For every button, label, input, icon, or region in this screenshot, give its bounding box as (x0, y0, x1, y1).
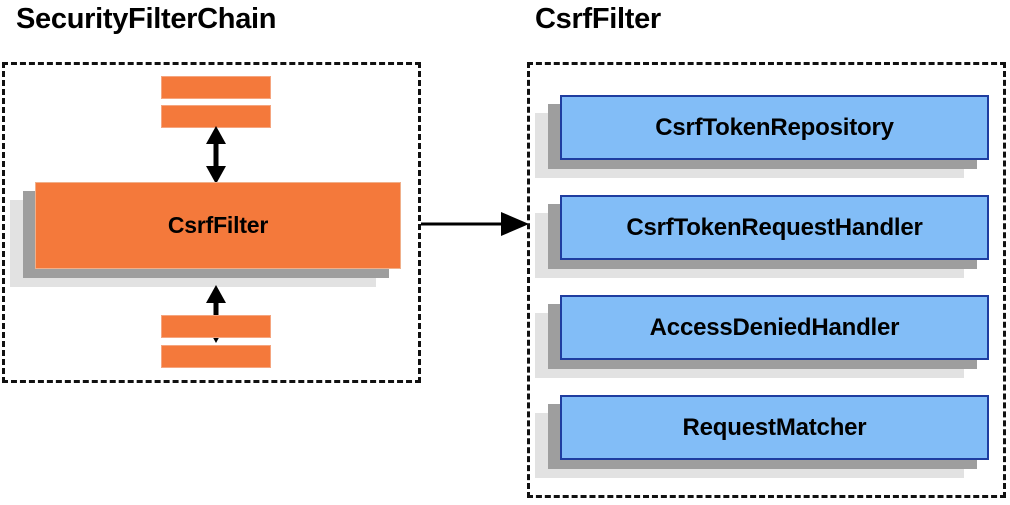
node-label: RequestMatcher (682, 413, 867, 441)
node-label: AccessDeniedHandler (649, 313, 900, 341)
node-csrf-token-repository[interactable]: CsrfTokenRepository (535, 95, 989, 178)
node-label: CsrfTokenRequestHandler (626, 213, 923, 241)
page-title-security-filter-chain: SecurityFilterChain (16, 3, 277, 35)
filter-stripe-below-1 (161, 315, 271, 338)
node-face: AccessDeniedHandler (560, 295, 989, 360)
filter-stripe-above-2 (161, 105, 271, 128)
node-label: CsrfTokenRepository (655, 113, 894, 141)
node-face: RequestMatcher (560, 395, 989, 460)
node-request-matcher[interactable]: RequestMatcher (535, 395, 989, 478)
csrf-filter-panel (527, 62, 1006, 498)
node-face: CsrfFilter (35, 182, 401, 269)
node-face: CsrfTokenRepository (560, 95, 989, 160)
node-face: CsrfTokenRequestHandler (560, 195, 989, 260)
filter-stripe-above-1 (161, 76, 271, 99)
security-filter-chain-panel (2, 62, 421, 383)
page-title-csrf-filter: CsrfFilter (535, 3, 661, 35)
node-csrf-token-request-handler[interactable]: CsrfTokenRequestHandler (535, 195, 989, 278)
double-arrow-above-icon (206, 126, 226, 184)
filter-stripe-below-2 (161, 345, 271, 368)
node-access-denied-handler[interactable]: AccessDeniedHandler (535, 295, 989, 378)
node-csrf-filter[interactable]: CsrfFilter (10, 182, 401, 287)
expansion-arrow-icon (421, 212, 529, 236)
node-label: CsrfFilter (167, 212, 269, 238)
